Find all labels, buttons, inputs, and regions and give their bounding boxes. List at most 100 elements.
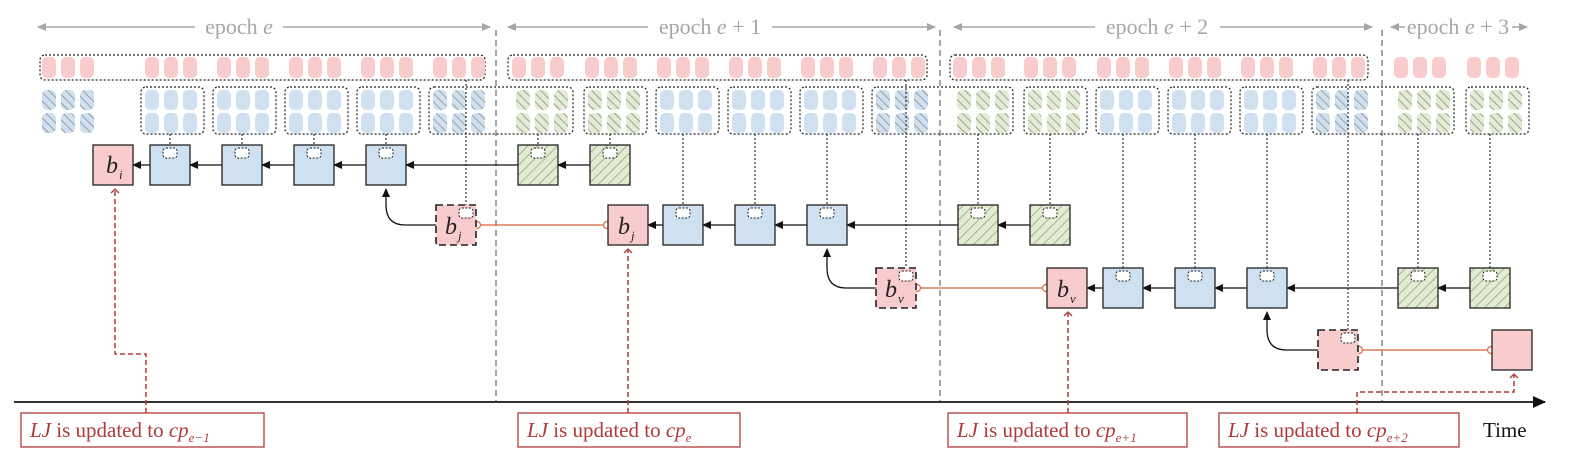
vote-pill — [626, 90, 640, 110]
vote-pill — [554, 113, 568, 133]
vote-pill — [255, 90, 269, 110]
attestation-pill — [1413, 57, 1427, 78]
time-axis-label: Time — [1483, 418, 1527, 442]
dotted-connectors — [169, 80, 1491, 333]
vote-slot — [530, 147, 546, 159]
vote-pill — [770, 113, 784, 133]
vote-pill — [679, 113, 693, 133]
lj-arrow — [110, 188, 147, 413]
vote-group-box — [799, 86, 864, 135]
vote-pill — [660, 113, 674, 133]
vote-pill — [164, 113, 178, 133]
vote-slot — [1340, 332, 1356, 344]
vote-slot — [1187, 270, 1203, 282]
vote-group-box — [140, 86, 205, 135]
svg-text:LJ is updated to cpe+2: LJ is updated to cpe+2 — [1227, 418, 1408, 445]
epoch-label: epoch e + 1 — [659, 14, 761, 39]
attestation-pill — [1043, 57, 1057, 78]
vote-pill — [1244, 113, 1258, 133]
vote-group-box — [284, 86, 349, 135]
vote-slot — [378, 147, 394, 159]
attestation-pill — [1486, 57, 1500, 78]
vote-slot — [234, 147, 250, 159]
vote-group-box — [1239, 86, 1304, 135]
vote-group-box — [1095, 86, 1160, 135]
vote-slot — [898, 270, 914, 282]
attestation-pill — [991, 57, 1005, 78]
attestation-pill — [1260, 57, 1274, 78]
block-label-b-v: bv — [1057, 277, 1076, 306]
vote-pill — [1398, 90, 1412, 110]
vote-group-box — [655, 86, 720, 135]
vote-pill — [1335, 113, 1349, 133]
attestation-pill — [183, 57, 197, 78]
attestation-pill — [911, 57, 925, 78]
attestation-pill — [1135, 57, 1149, 78]
vote-pill — [804, 90, 818, 110]
vote-pill — [914, 90, 928, 110]
vote-pill — [42, 90, 56, 110]
vote-pill — [1210, 113, 1224, 133]
fork-link — [1263, 311, 1318, 351]
attestation-pill — [729, 57, 743, 78]
vote-pill — [1210, 90, 1224, 110]
attestation-pill — [657, 57, 671, 78]
vote-slot — [1042, 207, 1058, 219]
vote-pill — [361, 90, 375, 110]
vote-pill — [554, 90, 568, 110]
vote-slot — [819, 207, 835, 219]
vote-pill — [732, 90, 746, 110]
vote-slot — [747, 207, 763, 219]
vote-pill — [995, 113, 1009, 133]
vote-pill — [217, 113, 231, 133]
vote-pill — [1316, 90, 1330, 110]
vote-pill — [236, 113, 250, 133]
svg-text:LJ is updated to cpe: LJ is updated to cpe — [526, 418, 692, 445]
vote-pill — [1138, 90, 1152, 110]
attestation-container — [949, 54, 1369, 81]
vote-pill — [607, 113, 621, 133]
block-label-b-i: bi — [106, 153, 123, 182]
block-b-j — [607, 204, 649, 246]
attestation-pill — [820, 57, 834, 78]
vote-pill — [1172, 90, 1186, 110]
attestation-pill — [255, 57, 269, 78]
vote-pill — [380, 113, 394, 133]
block-label-b-j-tentative: bj — [445, 214, 462, 243]
vote-pill — [1028, 113, 1042, 133]
vote-pill — [327, 113, 341, 133]
attestation-pill — [1207, 57, 1221, 78]
vote-pill — [876, 113, 890, 133]
epoch-header-e: epoch e — [37, 14, 491, 39]
block-label-b-v-tentative: bv — [885, 277, 904, 306]
vote-slot — [602, 147, 618, 159]
attestation-pill — [892, 57, 906, 78]
vote-pill — [1354, 113, 1368, 133]
attestation-pill — [61, 57, 75, 78]
attestation-pill — [1169, 57, 1183, 78]
vote-pill — [957, 113, 971, 133]
vote-pill — [452, 90, 466, 110]
block-b-i — [92, 144, 134, 186]
vote-pill — [751, 113, 765, 133]
vote-pill — [164, 90, 178, 110]
vote-pill — [957, 90, 971, 110]
vote-pill — [607, 90, 621, 110]
epoch-header-e-plus-1: epoch e + 1 — [507, 14, 936, 39]
vote-pill — [380, 90, 394, 110]
vote-pill — [1100, 90, 1114, 110]
attestation-pill — [361, 57, 375, 78]
attestation-pink-row — [39, 54, 1519, 81]
vote-slot — [306, 147, 322, 159]
block-final — [1491, 329, 1533, 371]
vote-pill — [995, 90, 1009, 110]
attestation-pill — [873, 57, 887, 78]
attestation-pill — [1279, 57, 1293, 78]
vote-pill — [433, 113, 447, 133]
vote-pill — [823, 90, 837, 110]
vote-pill — [823, 113, 837, 133]
epoch-headers: epoch e epoch e + 1 epoch e + 2 epoch e … — [37, 14, 1528, 39]
vote-pill — [976, 113, 990, 133]
attestation-pill — [145, 57, 159, 78]
